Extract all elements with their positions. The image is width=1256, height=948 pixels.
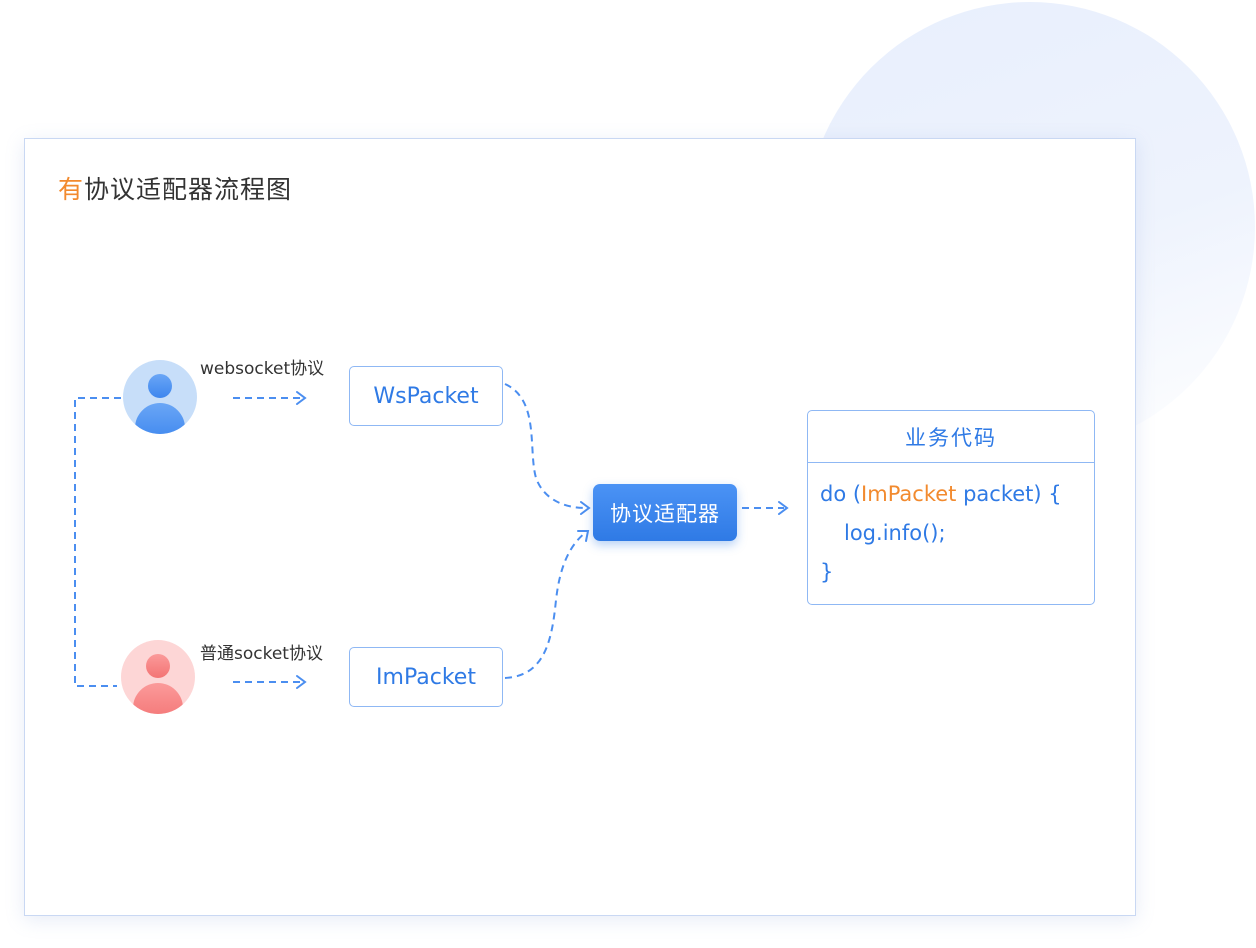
code-prefix: do (	[820, 482, 862, 506]
code-line-1: do (ImPacket packet) {	[820, 475, 1062, 514]
wspacket-arrowhead	[580, 501, 591, 515]
loop-connector	[74, 397, 121, 687]
protocol-adapter-node: 协议适配器	[593, 484, 737, 541]
avatar-head	[146, 654, 170, 678]
socket-user-avatar-icon	[121, 640, 195, 714]
code-suffix: packet) {	[956, 482, 1062, 506]
business-arrowhead	[778, 501, 789, 515]
code-line-3: }	[820, 560, 834, 584]
business-code-node: 业务代码 do (ImPacket packet) { log.info(); …	[807, 410, 1095, 605]
websocket-protocol-label: websocket协议	[200, 359, 325, 379]
diagram-title: 有协议适配器流程图	[58, 170, 292, 206]
code-line-2: log.info();	[844, 521, 946, 545]
title-accent: 有	[58, 175, 85, 204]
avatar-body	[133, 683, 183, 714]
socket-protocol-label: 普通socket协议	[200, 644, 323, 664]
avatar-body	[135, 403, 185, 434]
business-code-header: 业务代码	[808, 411, 1094, 463]
code-highlight: ImPacket	[861, 482, 957, 506]
websocket-user-avatar-icon	[123, 360, 197, 434]
ws-protocol-arrowhead	[296, 391, 307, 405]
wspacket-to-adapter-line	[504, 383, 587, 509]
impacket-node: ImPacket	[349, 647, 503, 707]
impacket-to-adapter-line	[504, 531, 587, 679]
business-code-snippet: do (ImPacket packet) { log.info(); }	[820, 475, 1062, 592]
title-text: 协议适配器流程图	[84, 175, 293, 204]
wspacket-node: WsPacket	[349, 366, 503, 426]
normal-protocol-arrowhead	[296, 675, 307, 689]
impacket-arrowhead	[577, 530, 590, 542]
avatar-head	[148, 374, 172, 398]
